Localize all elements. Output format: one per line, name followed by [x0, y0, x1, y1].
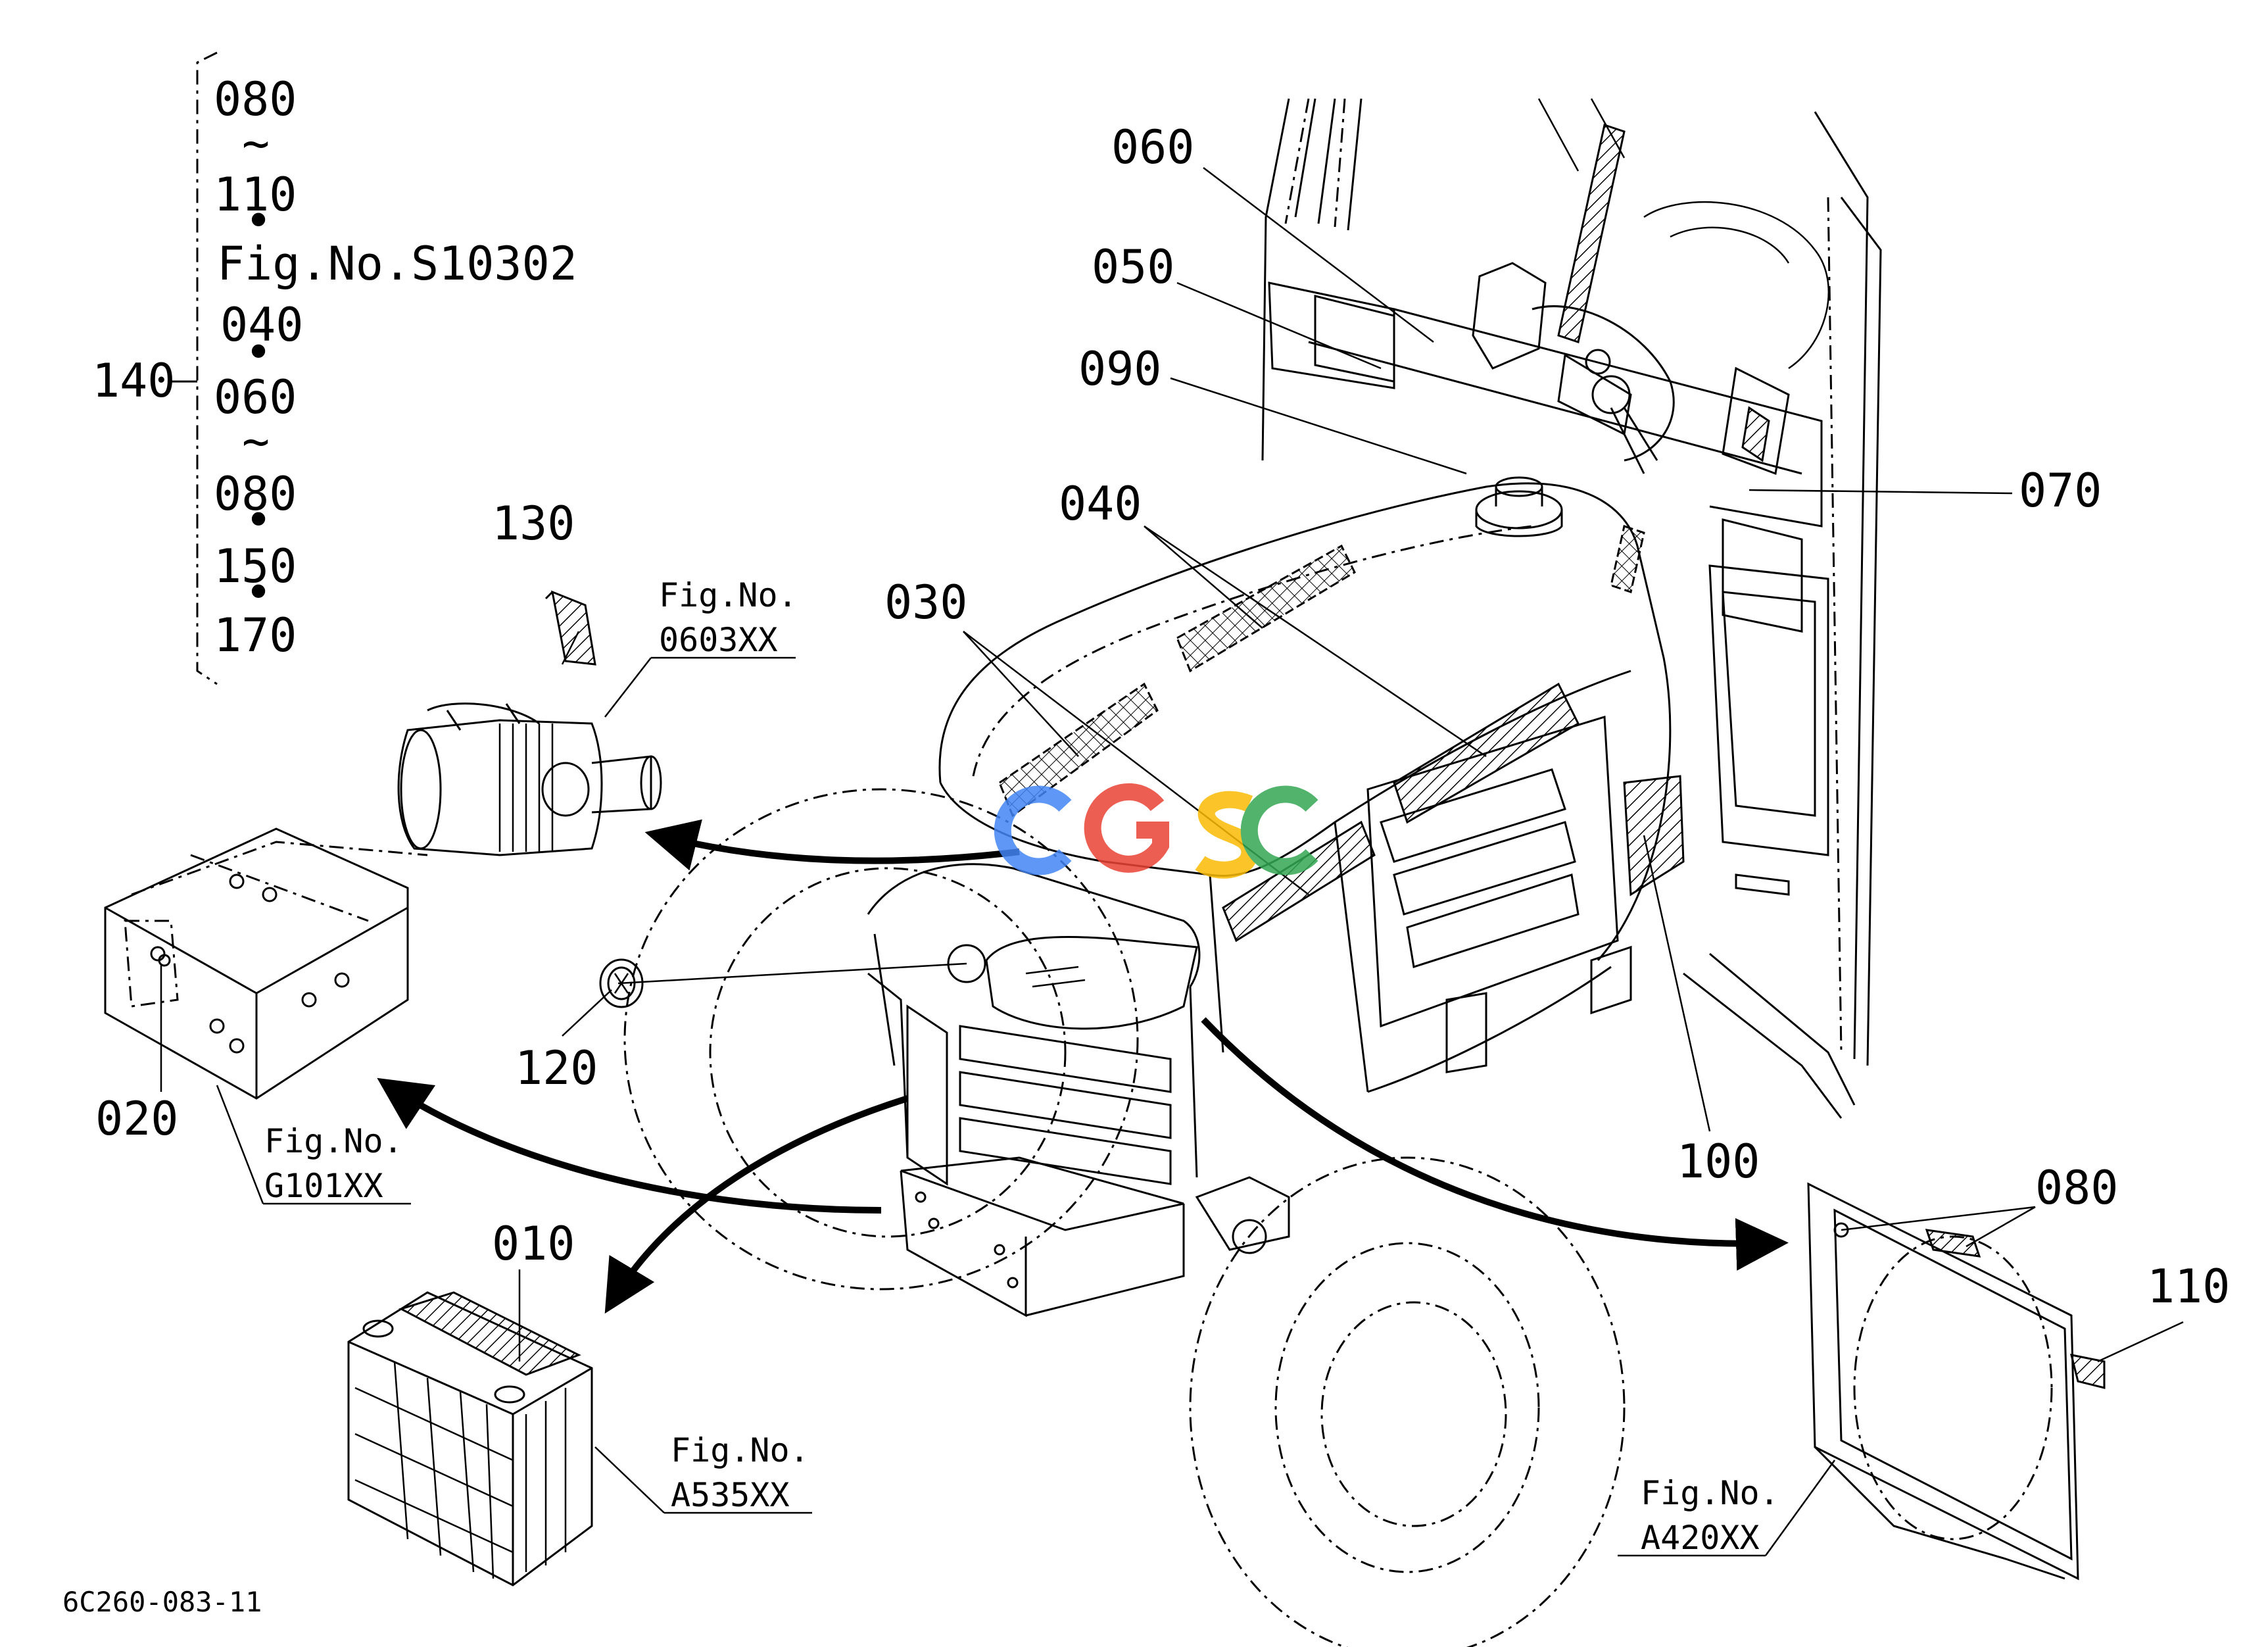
fig-ref-frame-1: Fig.No.	[264, 1122, 403, 1160]
fan-shroud	[1807, 1182, 2106, 1581]
front-axle	[1195, 945, 1632, 1254]
fig-ref-shroud-2: A420XX	[1641, 1519, 1760, 1557]
watermark-logo	[994, 783, 1318, 879]
dash-assembly	[1472, 124, 1790, 476]
bracket-item: 080	[214, 72, 297, 126]
shroud-label	[1925, 1229, 1981, 1258]
callout-030: 030	[884, 576, 967, 629]
arrows	[377, 819, 1789, 1314]
callout-100: 100	[1677, 1135, 1760, 1189]
drawing-code: 6C260-083-11	[62, 1586, 262, 1618]
callout-130: 130	[492, 497, 575, 551]
bracket-item: •	[245, 194, 272, 248]
fig-ref-air-cleaner-1: Fig.No.	[659, 576, 798, 614]
bracket-item: •	[245, 326, 272, 380]
callout-120: 120	[515, 1041, 598, 1095]
decal-side-upper	[1393, 682, 1580, 824]
callout-040: 040	[1059, 477, 1142, 531]
bracket-item: 060	[214, 370, 297, 424]
callout-060: 060	[1111, 120, 1194, 174]
bracket-item: 080	[214, 467, 297, 521]
bracket-item: Fig.No.S10302	[217, 237, 577, 291]
bracket-item: ~	[242, 116, 270, 170]
decal-side-lower	[1222, 820, 1376, 943]
leaders	[160, 167, 2184, 1557]
fan-label-110	[2069, 1354, 2106, 1389]
callout-070: 070	[2019, 464, 2102, 518]
bracket-item: •	[245, 566, 272, 620]
front-frame	[104, 827, 428, 1100]
callouts: 010 020 030 040 050 060 070 080 090 100 …	[95, 120, 2230, 1314]
air-cleaner-label	[551, 590, 596, 666]
callout-090: 090	[1078, 342, 1161, 396]
bracket-item: 150	[214, 539, 297, 593]
cab-frame	[1261, 98, 1882, 1119]
decal-100	[1623, 775, 1685, 897]
callout-010: 010	[492, 1217, 575, 1271]
bracket-item: •	[245, 493, 272, 547]
callout-110: 110	[2147, 1260, 2230, 1314]
bracket-item: 110	[214, 168, 297, 222]
bracket-item: 040	[220, 298, 303, 352]
fig-ref-frame-2: G101XX	[264, 1167, 383, 1205]
fig-ref-battery-2: A535XX	[671, 1476, 790, 1514]
fig-ref-battery-1: Fig.No.	[671, 1431, 809, 1469]
bracket-item: 170	[214, 608, 297, 662]
fig-ref-shroud-1: Fig.No.	[1641, 1474, 1779, 1512]
figure-refs: Fig.No. 0603XX Fig.No. G101XX Fig.No. A5…	[264, 576, 1779, 1557]
bracket-item: ~	[242, 414, 270, 468]
bracket-group: 140 080 ~ 110 • Fig.No.S10302 040 • 060 …	[92, 51, 577, 685]
callout-050: 050	[1092, 240, 1174, 294]
fig-ref-air-cleaner-2: 0603XX	[659, 621, 778, 659]
wheels	[623, 788, 1626, 1647]
decal-warning-cab	[1610, 525, 1645, 593]
battery	[347, 1291, 593, 1586]
bracket-label: 140	[92, 354, 175, 408]
callout-020: 020	[95, 1092, 178, 1146]
callout-080: 080	[2035, 1161, 2118, 1215]
air-cleaner	[397, 590, 662, 856]
